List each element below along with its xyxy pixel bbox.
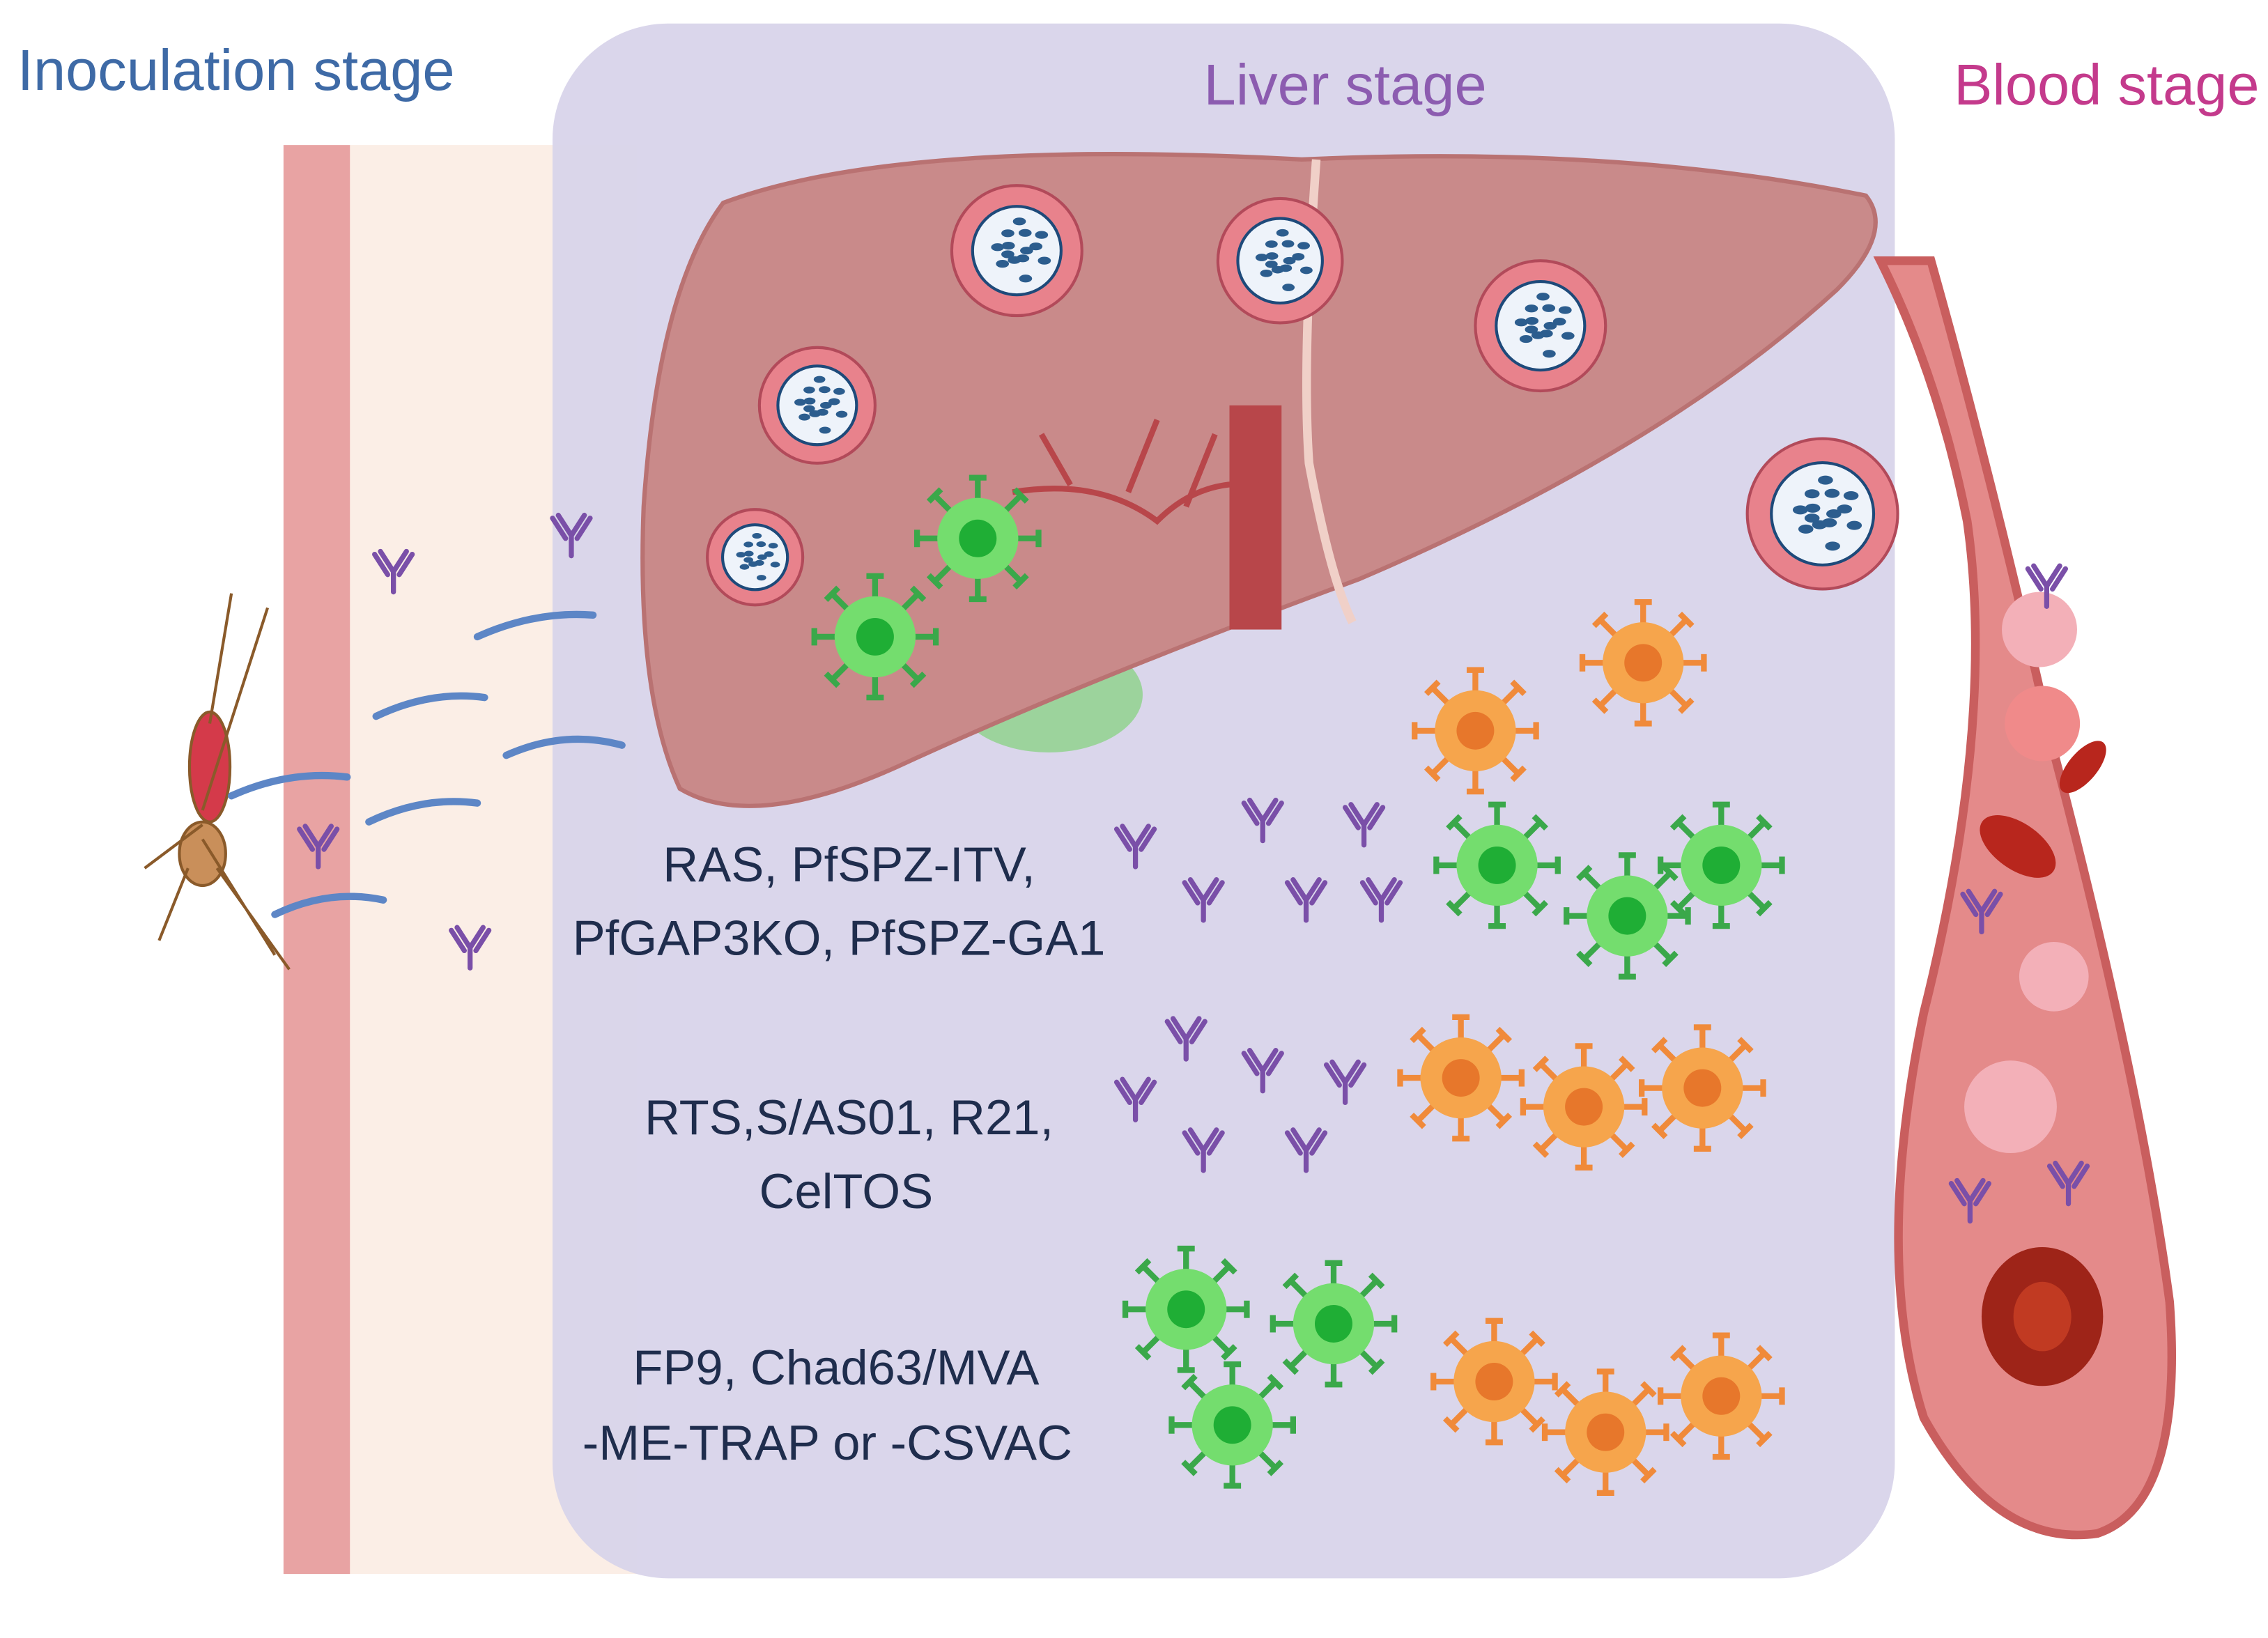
blood-stage-title: Blood stage <box>1954 52 2259 117</box>
antibody-icon <box>1241 1048 1284 1094</box>
antibody-icon <box>1113 1076 1157 1122</box>
vaccine-group-2: RTS,S/AS01, R21, CelTOS <box>645 1090 1054 1219</box>
infected-hepatocyte <box>1474 259 1607 393</box>
t-cell-green <box>811 573 939 701</box>
antibody-icon <box>2046 1160 2090 1207</box>
antibody-icon <box>1948 1177 1991 1224</box>
antibody-icon <box>1164 1016 1208 1062</box>
sporozoite <box>271 893 387 918</box>
orange-immune-cell <box>1397 1014 1525 1142</box>
orange-immune-cell <box>1520 1043 1648 1170</box>
antibody-icon <box>1359 877 1403 923</box>
antibody-icon <box>1284 877 1328 923</box>
antibody-icon <box>372 548 415 595</box>
antibody-icon <box>1182 1127 1225 1173</box>
antibody-icon <box>449 925 492 971</box>
red-blood-cell <box>1980 815 2056 878</box>
t-cell-green <box>913 474 1042 603</box>
orange-immune-cell-small <box>1579 598 1707 727</box>
orange-immune-cell <box>1430 1318 1558 1446</box>
infected-hepatocyte <box>1216 196 1344 325</box>
liver-stage-title: Liver stage <box>1204 52 1487 117</box>
infected-hepatocyte <box>706 508 805 607</box>
infected-hepatocyte <box>757 346 877 465</box>
orange-immune-cell <box>1638 1024 1766 1152</box>
antibody-icon <box>1342 802 1386 848</box>
antibody-icon <box>1182 877 1225 923</box>
infected-hepatocyte <box>1745 437 1899 591</box>
antibody-icon <box>1284 1127 1328 1173</box>
inoculation-stage-title: Inoculation stage <box>17 38 455 102</box>
vaccine-group-3: FP9, Chad63/MVA -ME-TRAP or -CSVAC <box>583 1340 1072 1470</box>
infected-rbc <box>1964 1060 2057 1154</box>
vaccine-label-line: RAS, PfSPZ-ITV, <box>663 837 1035 892</box>
sporozoite <box>502 735 626 759</box>
vaccine-label-line: PfGAP3KO, PfSPZ-GA1 <box>573 911 1106 966</box>
orange-immune-cell <box>1541 1368 1669 1497</box>
antibody-icon <box>550 512 593 559</box>
orange-immune-cell <box>1657 1332 1785 1460</box>
blood-vessels <box>1012 419 1259 525</box>
red-blood-cell <box>2059 741 2106 794</box>
infected-rbc <box>2005 686 2081 762</box>
mosquito-icon <box>144 593 291 971</box>
vaccine-label-line: RTS,S/AS01, R21, <box>645 1090 1054 1145</box>
infected-hepatocytes <box>706 184 1899 607</box>
vena-cava <box>1229 405 1282 630</box>
t-cell-green <box>1433 801 1561 929</box>
antibody-icon <box>1113 824 1157 870</box>
t-cell-green <box>1657 801 1785 929</box>
t-cell-green <box>1564 852 1691 980</box>
orange-immune-cell-small <box>1412 667 1539 795</box>
sporozoite <box>372 692 488 720</box>
sporozoite <box>473 610 597 641</box>
infected-rbc <box>2002 592 2077 667</box>
antibody-icon <box>1960 888 2003 935</box>
sporozoite <box>365 798 481 826</box>
sporozoites <box>227 610 626 918</box>
t-cell-green <box>1168 1361 1296 1489</box>
t-cell-green <box>1270 1260 1398 1388</box>
immune-cells <box>811 474 1785 1497</box>
vaccine-label-line: CelTOS <box>759 1164 934 1219</box>
infected-rbc <box>2019 941 2089 1012</box>
antibody-icon <box>297 824 340 870</box>
vaccine-group-1: RAS, PfSPZ-ITV, PfGAP3KO, PfSPZ-GA1 <box>573 837 1106 966</box>
antibody-icon <box>1323 1059 1367 1106</box>
t-cell-green <box>1122 1245 1250 1373</box>
antibodies <box>297 512 2090 1224</box>
infected-hepatocyte <box>950 184 1083 318</box>
antibody-icon <box>2025 563 2069 609</box>
antibody-icon <box>1241 797 1284 844</box>
sporozoite <box>227 771 351 800</box>
vaccine-label-line: -ME-TRAP or -CSVAC <box>583 1415 1072 1470</box>
vaccine-label-line: FP9, Chad63/MVA <box>633 1340 1039 1395</box>
